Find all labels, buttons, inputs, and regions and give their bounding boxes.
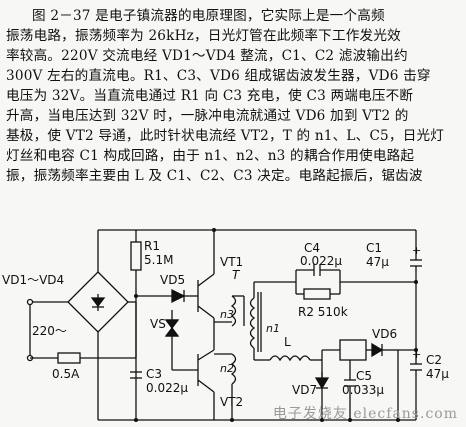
vt1-label: VT1 <box>220 255 243 269</box>
capacitor-c1 <box>410 230 422 342</box>
transistor-vt2 <box>197 349 215 420</box>
diac-vs <box>164 310 198 371</box>
transistor-vt1 <box>197 230 215 350</box>
junction-dots <box>134 228 418 422</box>
c1-name: C1 <box>366 241 382 255</box>
c3-value: 0.022μ <box>146 381 188 395</box>
ac-terminal <box>26 298 34 306</box>
body-paragraph: 图 2－37 是电子镇流器的电原理图，它实际上是一个高频 振荡电路，振荡频率为 … <box>6 6 460 186</box>
c2-value: 47μ <box>426 367 449 381</box>
c2-name: C2 <box>426 353 442 367</box>
n1-label: n1 <box>266 322 280 335</box>
vd6-label: VD6 <box>372 327 397 341</box>
t-label: T <box>232 268 241 282</box>
c3-name: C3 <box>146 367 162 381</box>
l-label: L <box>284 335 291 349</box>
bridge-label: VD1～VD4 <box>2 273 64 287</box>
paragraph-line: 基极，使 VT2 导通，此时针状电流经 VT2，T 的 n1、L、C5，日光灯 <box>6 128 445 144</box>
circuit-schematic: VD1～VD4 220～ 0.5A R1 5.1M VD5 <box>2 228 449 422</box>
paragraph-line: 振，振荡频率主要由 L 及 C1、C2、C3 决定。电路起振后，锯齿波 <box>6 168 423 184</box>
diode-vd5 <box>136 288 198 304</box>
paragraph-line: 升高，当电压达到 32V 时，一脉冲电流就通过 VD6 加到 VT2 的 <box>6 108 409 124</box>
r1-value: 5.1M <box>144 253 173 267</box>
c1-plus: + <box>412 244 421 257</box>
watermark: 电子发烧友 elecfans.com <box>272 406 458 422</box>
c4-value: 0.022μ <box>300 254 342 268</box>
paragraph-line: 300V 左右的直流电。R1、C3、VD6 组成锯齿波发生器，VD6 击穿 <box>6 68 431 84</box>
paragraph-line: 电压为 32V。当直流电通过 R1 向 C3 充电，使 C3 两端电压不断 <box>6 88 414 104</box>
diode-vd7 <box>314 372 330 390</box>
vs-label: VS <box>150 317 166 331</box>
capacitor-c2 <box>410 342 422 420</box>
paragraph-line: 灯丝和电容 C1 构成回路，由于 n1、n2、n3 的耦合作用使电路起 <box>6 148 415 164</box>
paragraph-line: 振荡电路，振荡频率为 26kHz，日光灯管在此频率下工作发光效 <box>6 28 401 44</box>
r1-name: R1 <box>144 239 160 253</box>
paragraph-line: 率较高。220V 交流电经 VD1～VD4 整流，C1、C2 滤波输出约 <box>6 48 408 64</box>
c4-name: C4 <box>304 241 320 255</box>
resistor-r2 <box>295 282 341 300</box>
paragraph-line: 图 2－37 是电子镇流器的电原理图，它实际上是一个高频 <box>32 8 385 24</box>
transformer-t <box>214 292 262 420</box>
resistor-r1 <box>130 241 142 271</box>
vd5-label: VD5 <box>160 273 185 287</box>
c1-value: 47μ <box>366 255 389 269</box>
capacitor-c5 <box>344 360 356 420</box>
fuse <box>30 352 81 364</box>
capacitor-c3 <box>130 371 142 379</box>
c5-value: 0.033μ <box>342 383 384 397</box>
c5-name: C5 <box>356 369 372 383</box>
lamp-filament <box>339 339 416 420</box>
vd7-label: VD7 <box>292 383 317 397</box>
n2-label: n2 <box>220 362 234 375</box>
capacitor-c4 <box>295 264 341 282</box>
n3-label: n3 <box>220 308 234 321</box>
r2-label: R2 510k <box>298 305 348 319</box>
ac-input-label: 220～ <box>32 324 67 338</box>
fuse-label: 0.5A <box>52 367 80 381</box>
c2-plus: + <box>412 348 421 361</box>
